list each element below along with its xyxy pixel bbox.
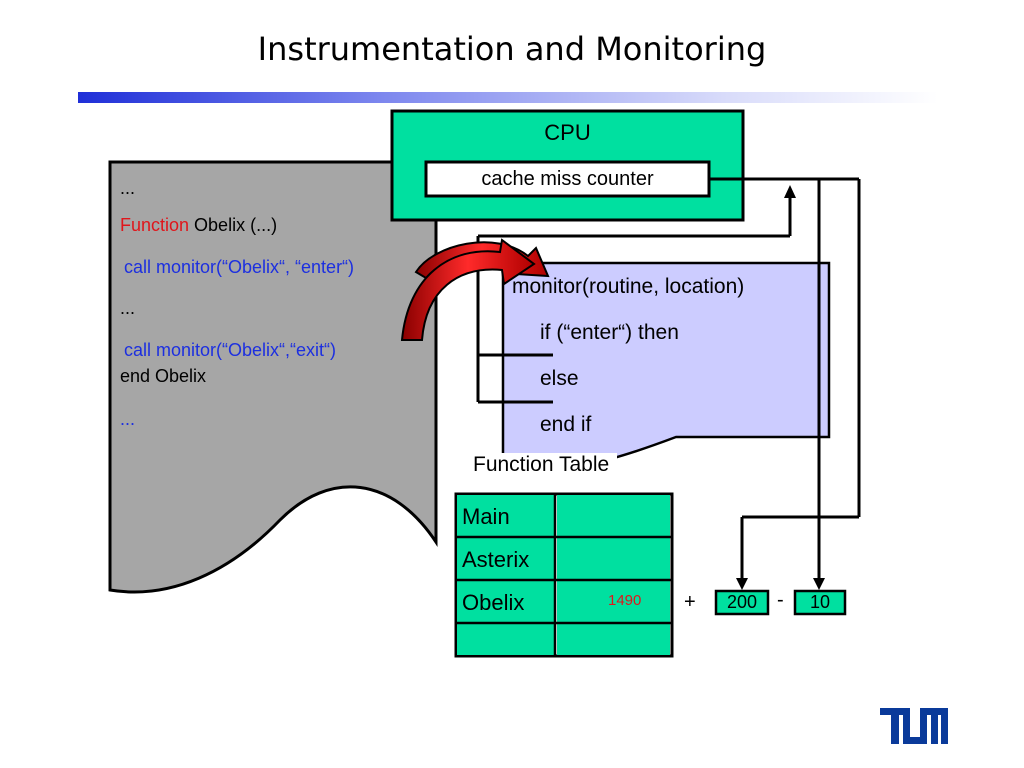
value-box-10	[793, 589, 847, 616]
monitor-if-enter: if (“enter“) then	[540, 321, 679, 344]
code-line-ellipsis: ...	[120, 178, 136, 198]
code-page	[108, 160, 438, 594]
value-box-200	[714, 589, 770, 616]
tum-logo	[880, 708, 948, 744]
function-table-label: Function Table	[467, 453, 618, 479]
obelix-counter-value: 1490	[608, 592, 642, 609]
table-row-asterix: Asterix	[462, 547, 530, 572]
cache-miss-counter-label: cache miss counter	[481, 168, 654, 190]
code-line-end-function: end Obelix	[120, 366, 207, 386]
code-line-enter-call: call monitor(“Obelix“, “enter“)	[124, 257, 355, 277]
value-10: 10	[809, 592, 831, 612]
table-row-main: Main	[462, 504, 510, 529]
minus-sign: -	[777, 589, 784, 611]
function-name: Obelix (...)	[189, 215, 278, 235]
value-200: 200	[726, 592, 758, 612]
monitor-end-if: end if	[540, 413, 592, 436]
slide-title: Instrumentation and Monitoring	[257, 30, 767, 68]
cpu-label: CPU	[544, 120, 591, 145]
exit-call-arrow	[400, 238, 536, 341]
plus-sign: +	[684, 591, 696, 613]
table-row-obelix: Obelix	[462, 590, 525, 615]
code-line-ellipsis-end: ...	[120, 409, 136, 429]
monitor-signature: monitor(routine, location)	[512, 275, 745, 298]
code-line-ellipsis-middle: ...	[120, 298, 136, 318]
code-line-exit-call: call monitor(“Obelix“,“exit“)	[124, 340, 337, 360]
code-line-function-header: Function Obelix (...)	[120, 215, 277, 236]
monitor-else: else	[540, 367, 579, 390]
function-keyword: Function	[120, 215, 190, 235]
title-underline-bar	[78, 92, 938, 103]
